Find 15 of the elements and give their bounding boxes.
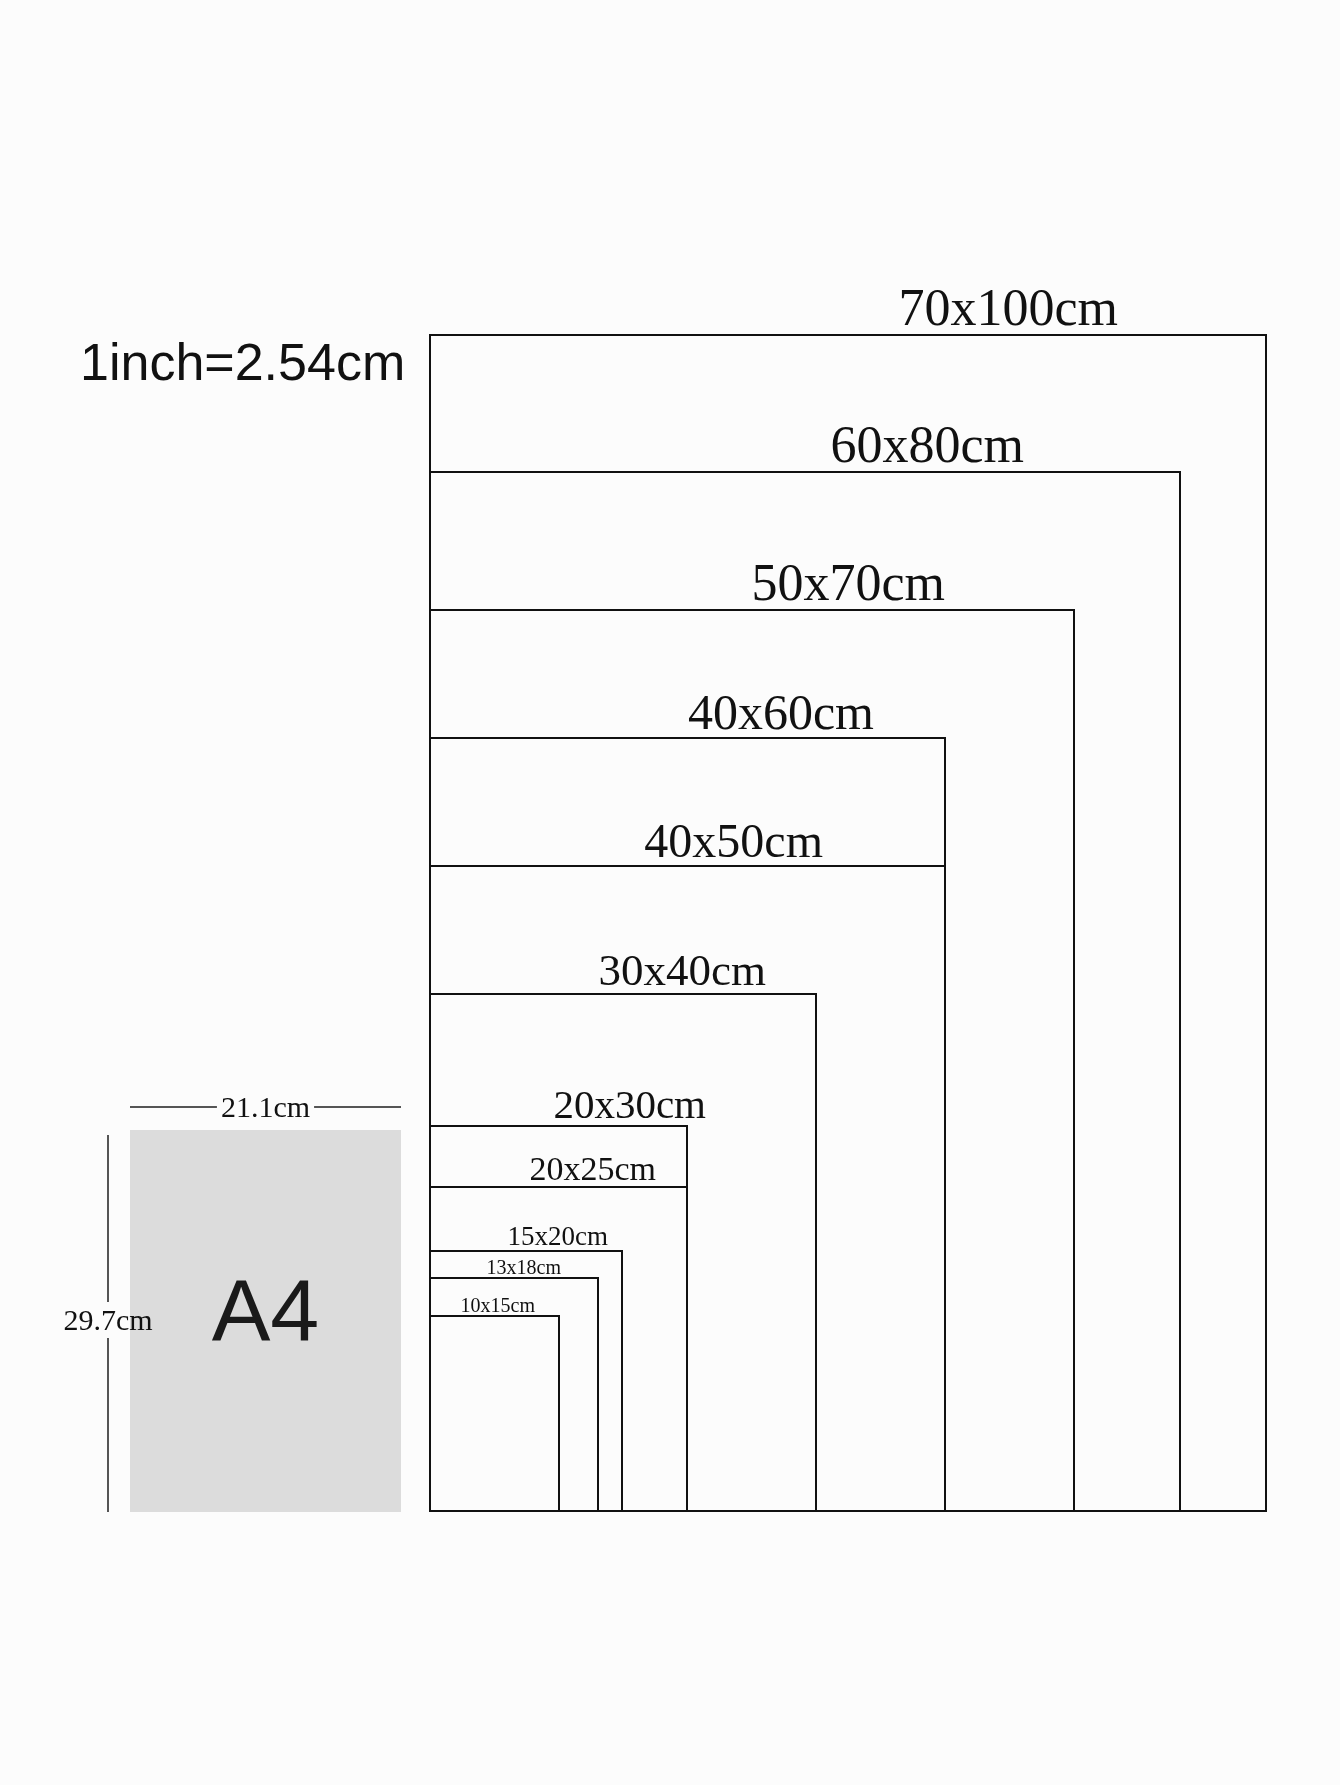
size-label: 30x40cm [598, 948, 766, 993]
size-label: 60x80cm [830, 419, 1024, 471]
size-label: 20x30cm [553, 1084, 706, 1125]
size-label: 13x18cm [486, 1257, 561, 1277]
conversion-note: 1inch=2.54cm [80, 336, 406, 388]
dimension-label: 29.7cm [63, 1305, 153, 1335]
size-label: 15x20cm [507, 1223, 608, 1250]
size-label: 10x15cm [460, 1295, 535, 1315]
dimension-label: 21.1cm [220, 1092, 311, 1122]
size-label: 40x50cm [644, 817, 823, 865]
size-label: 50x70cm [751, 557, 945, 609]
size-label: 20x25cm [529, 1152, 656, 1186]
sheet-label: A4 [211, 1267, 320, 1355]
size-label: 70x100cm [898, 282, 1118, 334]
size-label: 40x60cm [687, 687, 874, 737]
